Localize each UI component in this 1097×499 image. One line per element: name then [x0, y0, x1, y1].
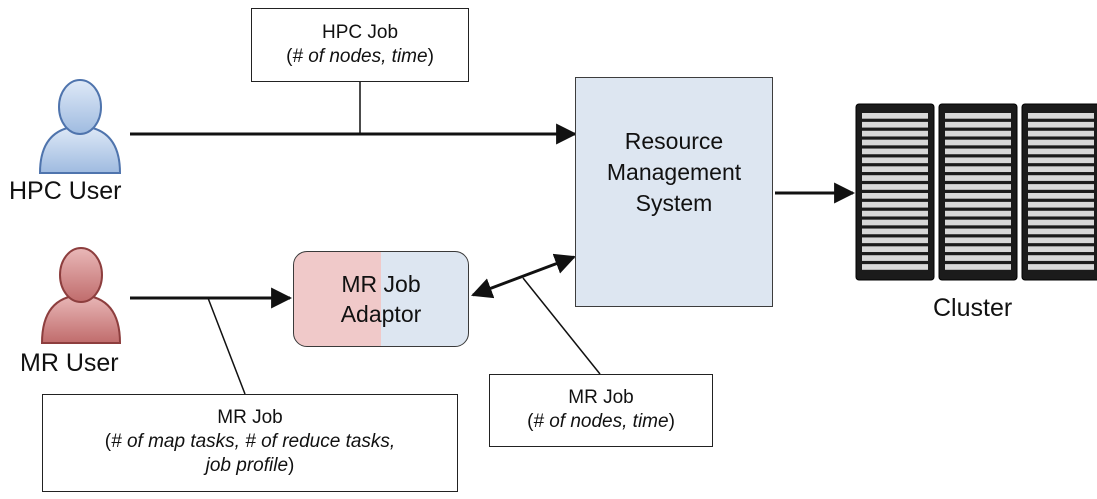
server-slot [1028, 166, 1094, 173]
mr-job-left-connector [207, 297, 246, 395]
hpc-job-note-open-paren: ( [286, 46, 293, 67]
mr-job-note-right-title: MR Job [568, 387, 634, 408]
server-slot [1028, 113, 1094, 119]
hpc-job-note-close-paren: ) [427, 46, 434, 67]
server-slot [945, 219, 1011, 226]
server-slot [945, 201, 1011, 208]
mr-job-note-left: MR Job (# of map tasks, # of reduce task… [42, 394, 458, 492]
server-slot [945, 255, 1011, 261]
server-slot [945, 246, 1011, 253]
server-slot [862, 130, 928, 137]
server-slot [945, 113, 1011, 119]
server-slot [862, 139, 928, 146]
mr-job-note-right-open-paren: ( [527, 411, 534, 432]
server-slot [1028, 193, 1094, 199]
server-slot [1028, 130, 1094, 137]
server-slot [945, 175, 1011, 181]
server-slot [862, 264, 928, 270]
cluster-label: Cluster [933, 294, 1013, 322]
server-slot [945, 139, 1011, 146]
server-slot [862, 237, 928, 244]
server-slot [1028, 121, 1094, 128]
rms-line-3: System [635, 189, 713, 216]
resource-management-system-box: Resource Management System [575, 77, 773, 307]
server-slot [862, 210, 928, 217]
adaptor-rms-bidirectional-arrow [471, 253, 576, 299]
server-slot [862, 193, 928, 199]
hpc-user-icon [38, 79, 122, 174]
server-slot [862, 166, 928, 173]
mr-user-label: MR User [20, 349, 119, 377]
server-rack [938, 103, 1018, 281]
server-slot [945, 193, 1011, 199]
server-slot [862, 201, 928, 208]
server-slot [862, 255, 928, 261]
server-slot [1028, 175, 1094, 181]
server-slot [1028, 201, 1094, 208]
mr-job-right-connector [522, 277, 601, 375]
server-slot [862, 246, 928, 253]
server-slot [945, 157, 1011, 164]
server-slot [862, 219, 928, 226]
mr-job-note-right: MR Job (# of nodes, time) [489, 374, 713, 447]
server-rack [855, 103, 935, 281]
hpc-job-note: HPC Job (# of nodes, time) [251, 8, 469, 82]
server-slot [1028, 184, 1094, 190]
mr-job-note-left-close-paren: ) [288, 455, 295, 476]
server-slot [945, 130, 1011, 137]
server-slot [862, 157, 928, 164]
server-slot [862, 228, 928, 235]
mr-job-adaptor-box: MR Job Adaptor [293, 251, 469, 347]
cluster-icon [855, 103, 1097, 281]
server-slot [945, 237, 1011, 244]
adaptor-line-1: MR Job [341, 271, 421, 297]
server-slot [945, 166, 1011, 173]
server-slot [862, 113, 928, 119]
mr-job-note-right-params: # of nodes, time [533, 411, 669, 432]
server-slot [862, 148, 928, 155]
hpc-job-note-title: HPC Job [321, 22, 399, 43]
mr-job-note-left-params: # of map tasks, # of reduce tasks, [111, 431, 396, 452]
server-slot [1028, 264, 1094, 270]
server-slot [862, 175, 928, 181]
rms-line-1: Resource [624, 127, 724, 154]
mr-user-icon [40, 247, 122, 344]
adaptor-line-2: Adaptor [340, 301, 422, 327]
server-slot [862, 121, 928, 128]
mr-job-note-left-profile: job profile [205, 455, 289, 476]
server-slot [945, 148, 1011, 155]
server-slot [945, 184, 1011, 190]
server-slot [1028, 228, 1094, 235]
mr-job-note-left-title: MR Job [217, 407, 283, 428]
server-slot [862, 184, 928, 190]
hpc-job-note-params: # of nodes, time [292, 46, 428, 67]
rms-line-2: Management [606, 158, 742, 185]
server-slot [1028, 210, 1094, 217]
server-slot [1028, 246, 1094, 253]
server-slot [1028, 148, 1094, 155]
server-slot [945, 228, 1011, 235]
server-rack [1021, 103, 1097, 281]
server-slot [1028, 219, 1094, 226]
server-slot [1028, 157, 1094, 164]
server-slot [945, 210, 1011, 217]
server-slot [1028, 139, 1094, 146]
server-slot [1028, 237, 1094, 244]
mr-job-note-left-open-paren: ( [104, 431, 112, 452]
mr-job-note-right-close-paren: ) [668, 411, 675, 432]
server-slot [945, 264, 1011, 270]
server-slot [945, 121, 1011, 128]
server-slot [1028, 255, 1094, 261]
hpc-user-label: HPC User [9, 177, 122, 205]
